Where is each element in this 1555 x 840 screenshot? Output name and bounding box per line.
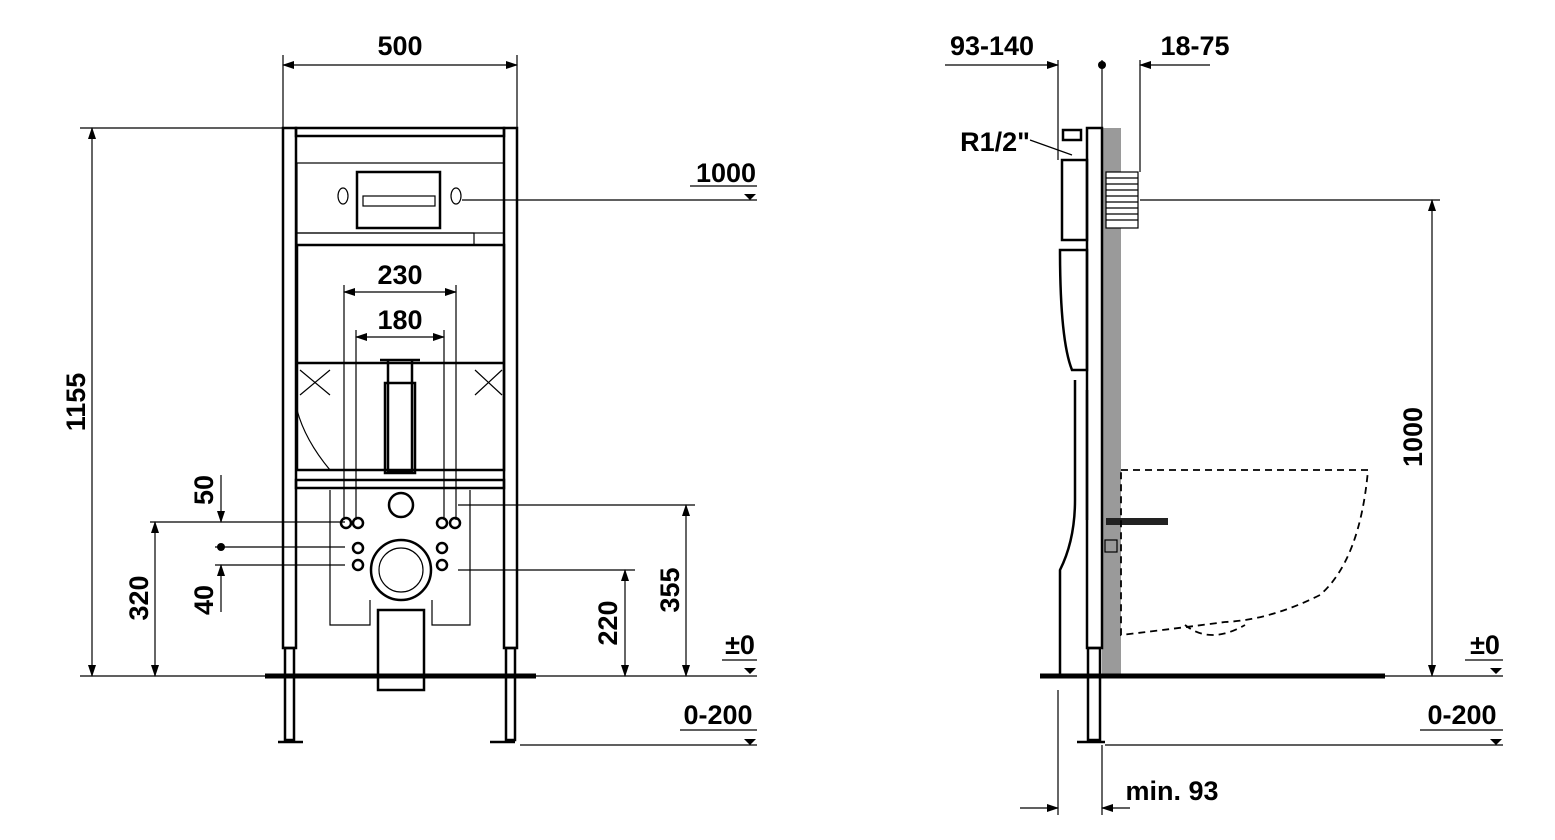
dim-supply-height: 220 (593, 600, 623, 645)
dim-drain-height: 320 (124, 575, 154, 620)
dim-foot-adjust: 0-200 (683, 700, 752, 730)
wall (1102, 128, 1121, 676)
thread-label: R1/2" (960, 127, 1030, 157)
front-view: 500 1155 1000 230 180 50 40 320 220 355 (61, 31, 757, 746)
dim-pipe-height: 355 (655, 567, 685, 612)
mounting-studs (339, 516, 462, 572)
dim-min-depth: min. 93 (1125, 776, 1218, 806)
dim-floor-level: ±0 (725, 630, 755, 660)
dim-total-height: 1155 (61, 373, 91, 432)
dim-actuation-height: 1000 (696, 158, 756, 188)
flush-plate-frame (355, 170, 442, 230)
toilet-outline (1120, 469, 1369, 637)
dim-outer-spacing: 230 (377, 260, 422, 290)
dim-wall-range: 18-75 (1160, 31, 1229, 61)
flush-plate (362, 195, 436, 207)
dim-inner-spacing: 180 (377, 305, 422, 335)
dim-offset-lower: 40 (189, 585, 219, 615)
dim-width: 500 (377, 31, 422, 61)
dim-actuation-height-side: 1000 (1398, 407, 1428, 467)
dim-foot-adjust-side: 0-200 (1427, 700, 1496, 730)
dim-offset-upper: 50 (189, 475, 219, 505)
side-view: 93-140 18-75 R1/2" 1000 ±0 0-200 min. 93 (945, 31, 1503, 815)
dim-floor-level-side: ±0 (1470, 630, 1500, 660)
frame (278, 126, 519, 744)
dim-depth-range: 93-140 (950, 31, 1034, 61)
